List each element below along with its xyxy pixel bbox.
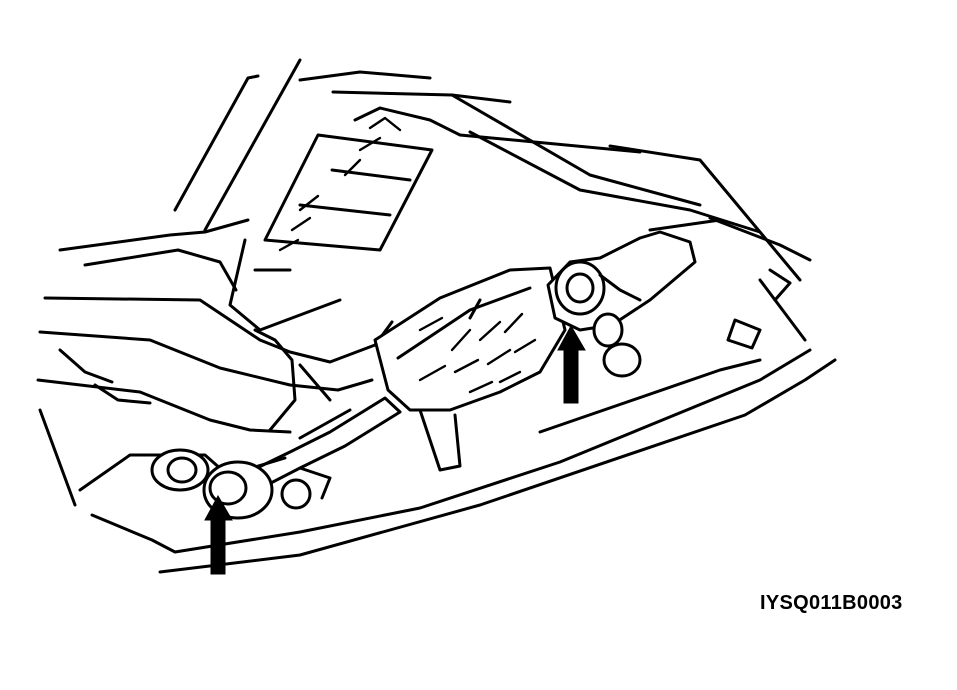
underbody-floor-pan [58,58,812,292]
catalytic-converter [373,266,567,472]
arrow-right [557,324,586,404]
arrow-left [204,494,233,575]
tunnel-heat-shield [228,116,434,332]
front-hanger [546,218,722,378]
figure-code: IYSQ011B0003 [760,592,903,614]
side-sill [78,268,837,574]
